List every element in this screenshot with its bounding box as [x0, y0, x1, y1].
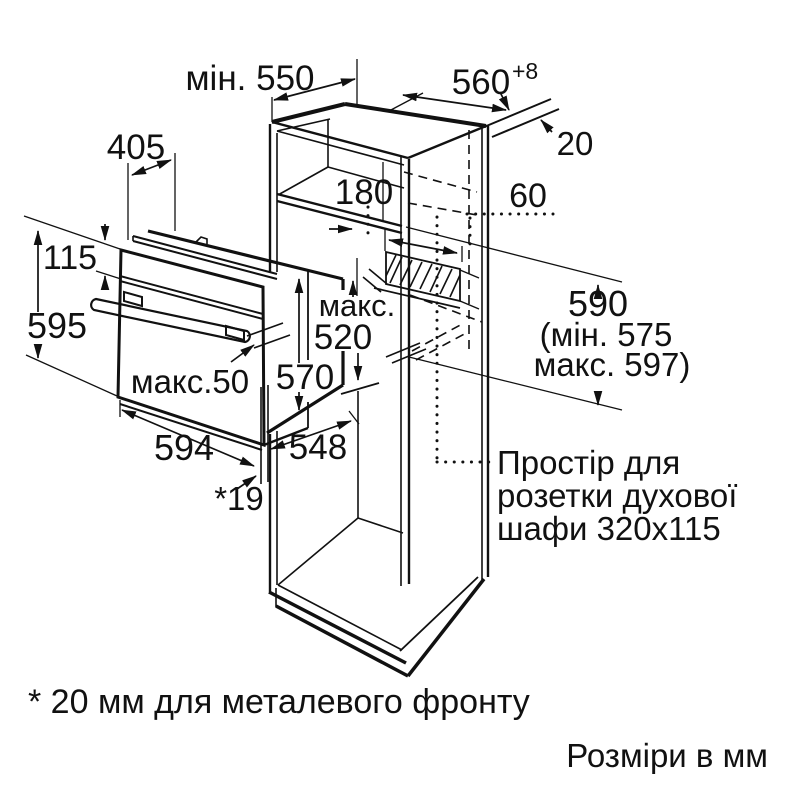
dim-niche-depth-min: мін. 550	[185, 59, 314, 98]
rear-wall-gap	[483, 91, 560, 138]
dim-body-height: 570	[276, 358, 334, 397]
dim-oven-depth: 548	[289, 428, 347, 467]
vent-cutout-hatch	[362, 250, 480, 310]
socket-note: Простір для розетки духової шафи 320x115	[497, 444, 737, 547]
dim-niche-height-min: (мін. 575	[540, 316, 673, 353]
dim-niche-height: 590	[568, 283, 628, 324]
dim-niche-width: 560	[452, 63, 510, 102]
footnote: * 20 мм для металевого фронту	[28, 683, 530, 721]
dim-socket-offset: 60	[509, 177, 547, 215]
dim-panel-height: 115	[43, 239, 97, 277]
units-note: Розміри в мм	[566, 737, 768, 774]
dimension-lines	[23, 59, 623, 490]
dim-upper-compartment: 180	[335, 173, 393, 212]
dim-oven-height: 595	[27, 305, 87, 346]
oven-door-handle	[90, 297, 251, 344]
dim-oven-width: 594	[154, 427, 214, 468]
dim-front-gap: *19	[214, 480, 264, 517]
dim-rear-gap: 20	[557, 125, 594, 162]
dimension-labels: мін. 550 560 +8 20 180 60 405 115 595 ма…	[27, 58, 690, 517]
hidden-edges	[403, 130, 483, 361]
dim-recess-max-word: макс.	[319, 288, 396, 323]
dim-niche-width-tolerance: +8	[512, 58, 538, 84]
dim-niche-height-max: макс. 597)	[534, 346, 691, 383]
oven-outline	[90, 229, 345, 451]
socket-space-leaders	[366, 205, 555, 464]
dim-recess-max-value: 520	[314, 318, 372, 357]
socket-note-line2: розетки духової	[497, 477, 737, 514]
socket-note-line1: Простір для	[497, 444, 680, 481]
dim-handle-max: макс.50	[131, 363, 249, 400]
cabinet-outline	[268, 102, 490, 678]
dim-oven-top-depth: 405	[107, 128, 165, 167]
socket-note-line3: шафи 320x115	[497, 510, 721, 547]
